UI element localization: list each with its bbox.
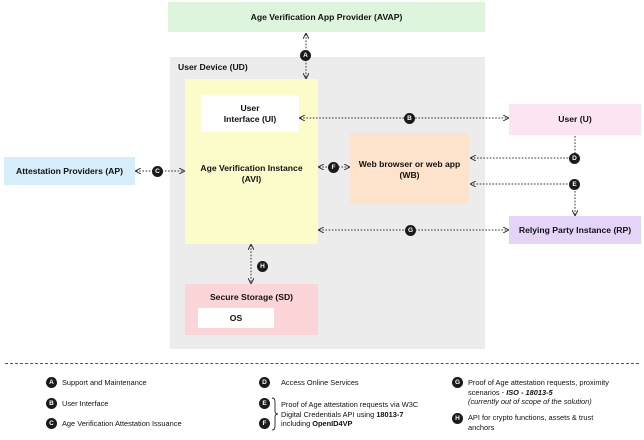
legend-text-h-line1: API for crypto functions, assets & trust [468,413,594,422]
legend-badge-f: F [259,418,270,429]
user-device-label: User Device (UD) [178,62,248,72]
legend-text-h: API for crypto functions, assets & trust… [468,413,593,432]
legend-text-ef: Proof of Age attestation requests via W3… [281,400,418,429]
legend-text-g-line3: (currently out of scope of the solution) [468,397,609,407]
ap-box: Attestation Providers (AP) [4,157,135,185]
badge-b: B [404,113,415,124]
wb-label-line2: (WB) [399,170,420,180]
badge-f: F [328,162,339,173]
avap-label: Age Verification App Provider (AVAP) [250,12,403,22]
ap-label: Attestation Providers (AP) [16,166,123,176]
legend-text-b: User Interface [62,399,109,408]
badge-e: E [569,179,580,190]
rp-label: Relying Party Instance (RP) [518,225,632,235]
ui-label-line1: User [240,103,260,113]
wb-box: Web browser or web app (WB) [350,133,469,203]
user-box: User (U) [509,104,641,135]
legend-text-d: Access Online Services [281,378,359,387]
legend-text-ef-line3-bold: OpenID4VP [312,419,353,428]
legend-text-ef-line1: Proof of Age attestation requests via W3… [281,400,419,409]
legend-divider [5,363,639,364]
legend-badge-d: D [259,377,270,388]
connector-d [471,136,576,158]
legend-badge-a: A [46,377,57,388]
connector-e [471,184,575,215]
badge-g: G [405,225,416,236]
badge-h: H [257,261,268,272]
os-label: OS [229,313,243,323]
user-label: User (U) [558,114,592,124]
legend-text-ef-line2: Digital Credentials API using 18013-7 [281,410,418,420]
legend-text-g-line2-pre: scenarios - [468,387,507,397]
legend-text-h-line2: anchors [468,422,495,432]
badge-a: A [300,50,311,61]
legend-badge-c: C [46,418,57,429]
ui-label-line2: Interface (UI) [223,114,277,124]
legend-badge-b: B [46,398,57,409]
legend-badge-e: E [259,398,270,409]
legend-text-g-line1: Proof of Age attestation requests, proxi… [468,378,609,387]
badge-c: C [152,166,163,177]
legend-text-g-line2-bold: ISO - 18013-5 [506,387,553,397]
legend-text-g-line2: scenarios - ISO - 18013-5 [468,388,609,398]
legend-brace [271,397,279,431]
legend-badge-g: G [452,377,463,388]
badge-d: D [569,153,580,164]
legend-badge-h: H [452,413,463,424]
ui-box: User Interface (UI) [201,95,299,132]
os-box: OS [198,308,274,328]
legend-text-ef-line3: including OpenID4VP [281,419,418,429]
avap-box: Age Verification App Provider (AVAP) [168,2,485,32]
legend-text-ef-line3-pre: including [281,419,313,428]
legend-text-g: Proof of Age attestation requests, proxi… [468,378,609,407]
legend-text-ef-line2-bold: 18013-7 [376,409,404,419]
legend-text-c: Age Verification Attestation Issuance [62,419,182,428]
rp-box: Relying Party Instance (RP) [509,216,641,244]
legend-text-ef-line2-pre: Digital Credentials API using [281,409,377,419]
wb-label-line1: Web browser or web app [358,159,461,169]
avi-label-line2: (AVI) [241,174,262,184]
secure-storage-label: Secure Storage (SD) [209,292,294,302]
legend-text-g-line3-italic: (currently out of scope of the solution) [468,397,592,406]
legend-text-a: Support and Maintenance [62,378,147,387]
avi-label-line1: Age Verification Instance [200,163,303,173]
